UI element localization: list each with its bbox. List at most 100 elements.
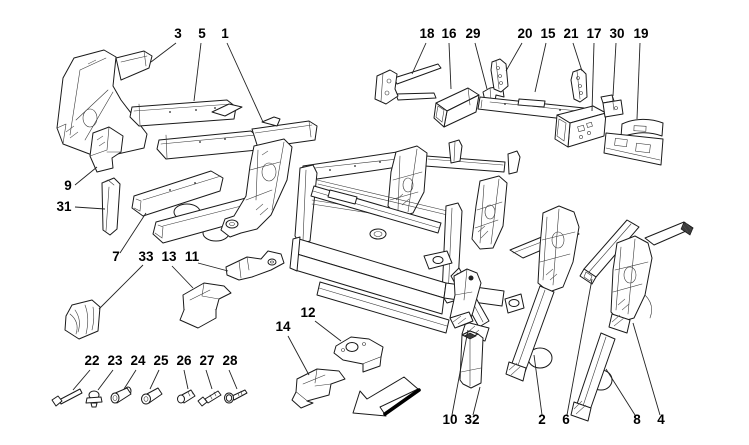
part-number-label-16: 16 [441,26,457,41]
callout-22-leader [72,369,91,391]
part-upright-assembly-1 [220,116,318,238]
part-number-label-10: 10 [442,412,457,427]
part-bracket-13 [179,282,232,329]
part-beam-8 [570,332,616,422]
part-number-label-23: 23 [107,353,123,368]
part-number-label-14: 14 [275,319,291,334]
part-bracket-10 [449,268,482,329]
part-bracket-12 [333,336,384,373]
part-number-label-4: 4 [657,412,665,427]
part-number-label-30: 30 [609,26,624,41]
callout-29-leader [474,42,488,90]
callout-18-leader [411,42,427,75]
fastener-26 [177,389,196,404]
part-number-label-11: 11 [185,249,200,264]
part-plate-small [211,103,243,117]
part-number-label-31: 31 [56,199,72,214]
part-rail-lower [156,130,261,160]
callout-31-leader [74,206,106,210]
fastener-24 [110,386,132,404]
callout-10-leader [451,329,469,416]
part-number-label-22: 22 [84,353,99,368]
callout-33-leader [98,264,144,310]
fastener-27 [197,390,222,407]
part-fork-bracket-18 [374,63,442,105]
part-plate-21 [570,68,588,103]
part-sleeve-16 [433,87,480,128]
callout-21-leader [572,42,583,72]
part-rail-5 [129,99,237,127]
part-number-label-13: 13 [161,249,177,264]
callout-9-leader [74,166,98,186]
part-number-label-19: 19 [633,26,648,41]
part-cushion-33 [64,299,101,340]
part-number-label-20: 20 [517,26,532,41]
callout-20-leader [505,42,523,72]
part-pillar-31 [101,177,121,236]
part-number-label-9: 9 [64,178,72,193]
fastener-25 [141,387,163,405]
part-sleeve-32 [459,330,484,389]
part-sleeve-17 [554,105,607,148]
part-number-label-21: 21 [563,26,579,41]
callout-8-leader [605,368,636,416]
part-number-label-6: 6 [562,412,570,427]
callout-30-leader [612,42,617,97]
part-number-label-33: 33 [138,249,154,264]
part-strut-assembly-4 [608,221,694,334]
part-number-label-7: 7 [112,249,120,264]
fastener-28 [224,389,248,404]
callout-16-leader [448,42,452,90]
part-number-label-3: 3 [174,26,182,41]
part-number-label-24: 24 [130,353,146,368]
part-central-frame [289,139,521,342]
callout-26-leader [183,369,189,390]
callout-25-leader [149,369,160,390]
callout-12-leader [314,320,342,342]
part-number-label-2: 2 [538,412,546,427]
callout-13-leader [171,265,194,289]
callout-32-leader [472,386,481,416]
callout-27-leader [205,369,213,390]
part-number-label-5: 5 [198,26,206,41]
callout-19-leader [636,42,641,120]
callout-2-leader [533,354,543,416]
callout-11-leader [197,262,229,272]
callout-5-leader [193,42,202,102]
callout-1-leader [226,42,264,123]
part-number-label-1: 1 [221,26,229,41]
callout-15-leader [534,42,547,93]
part-number-label-27: 27 [199,353,214,368]
part-number-label-26: 26 [176,353,192,368]
fastener-23 [85,390,103,408]
callout-6-leader [566,278,593,416]
part-bracket-30 [600,94,624,118]
part-number-label-28: 28 [222,353,238,368]
callout-17-leader [591,42,595,112]
part-rails-19 [603,118,664,166]
callout-7-leader [119,212,147,254]
fastener-22 [51,388,83,407]
part-number-label-18: 18 [419,26,435,41]
callout-28-leader [228,369,238,390]
part-number-label-8: 8 [633,412,641,427]
callout-24-leader [123,369,137,390]
part-number-label-25: 25 [153,353,169,368]
part-number-label-17: 17 [586,26,601,41]
callout-3-leader [150,42,177,63]
part-bracket-11 [225,250,285,281]
part-bracket-14 [291,368,346,409]
callout-14-leader [287,335,310,376]
callout-23-leader [97,369,114,391]
direction-arrow-icon [352,376,421,417]
part-wedge-9 [89,126,124,173]
part-strut-assembly-2 [504,205,580,382]
part-number-label-15: 15 [540,26,556,41]
part-number-label-12: 12 [300,305,315,320]
part-number-label-32: 32 [464,412,479,427]
part-number-label-29: 29 [465,26,480,41]
part-plate-20 [490,58,509,93]
